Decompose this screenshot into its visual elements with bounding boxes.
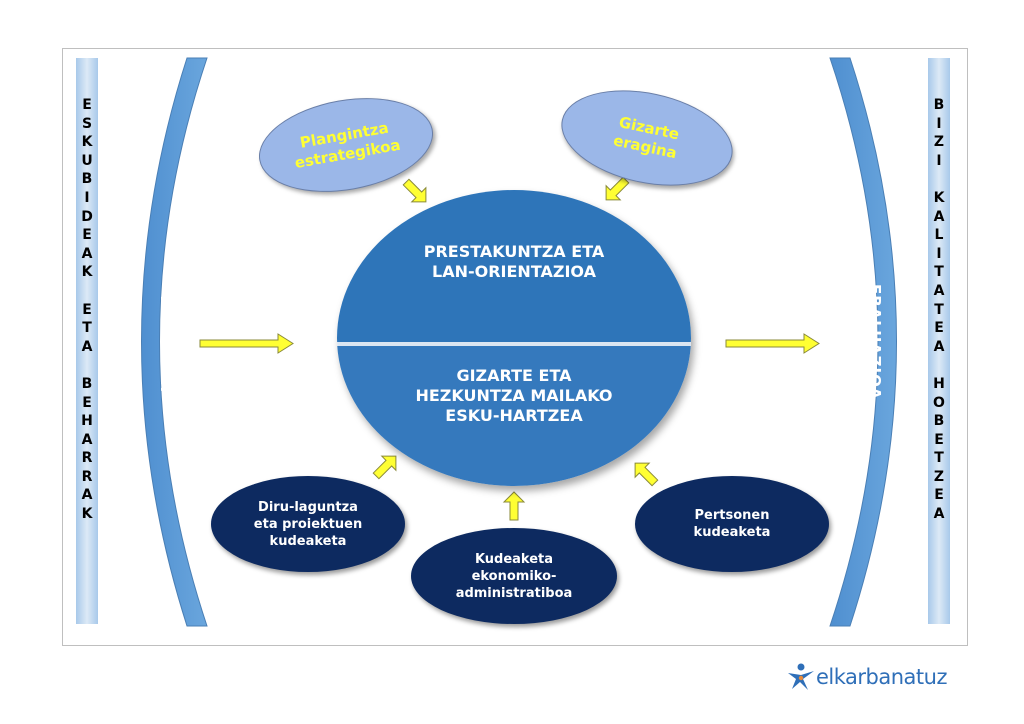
prestakuntza-label: PRESTAKUNTZA ETA LAN-ORIENTAZIOA [423, 242, 605, 281]
circle-divider [337, 342, 691, 346]
vertical-letter: L [934, 227, 944, 244]
vertical-letter: R [81, 450, 93, 467]
vertical-letter: O [933, 394, 945, 411]
vertical-letter: Z [933, 134, 945, 151]
vertical-letter: K [933, 189, 945, 206]
vertical-letter: R [81, 468, 93, 485]
vertical-letter: A [933, 338, 945, 355]
harrerra-label: HARRERRA [158, 291, 177, 393]
vertical-letter: B [81, 171, 93, 188]
vertical-letter: E [82, 227, 92, 244]
ebaluazioa-label: EBALUAZIOA [866, 283, 885, 401]
vertical-letter: D [81, 208, 93, 225]
vertical-letter: A [933, 208, 945, 225]
left-vertical-bar [76, 58, 98, 624]
left-bracket [141, 57, 208, 627]
circle-top-half [337, 190, 691, 342]
vertical-letter: H [933, 375, 945, 392]
vertical-letter: Z [933, 468, 945, 485]
vertical-letter: A [933, 282, 945, 299]
vertical-letter: T [82, 320, 92, 337]
right-arrow [725, 333, 820, 354]
vertical-letter: E [82, 97, 92, 113]
pertsonen-label: Pertsonen kudeaketa [693, 508, 771, 540]
gizarte-hezkuntza-label: GIZARTE ETA HEZKUNTZA MAILAKO ESKU-HARTZ… [415, 366, 613, 425]
vertical-letter: E [934, 487, 944, 504]
vertical-letter: E [82, 301, 92, 318]
vertical-letter: T [934, 301, 944, 318]
vertical-letter: U [81, 152, 93, 169]
diru-laguntza-label: Diru-laguntza eta proiektuen kudeaketa [253, 499, 363, 549]
vertical-letter: I [936, 245, 942, 262]
kudeaketa-label: Kudeaketa ekonomiko- administratiboa [455, 551, 573, 601]
vertical-letter: A [81, 245, 93, 262]
vertical-letter: I [936, 115, 942, 132]
vertical-letter: I [936, 152, 942, 169]
logo-figure-icon [788, 663, 814, 690]
center-circle: PRESTAKUNTZA ETA LAN-ORIENTAZIOA GIZARTE… [337, 190, 691, 486]
vertical-letter: A [81, 431, 93, 448]
vertical-letter: E [934, 431, 944, 448]
kudeaketa-oval: Kudeaketa ekonomiko- administratiboa [411, 528, 617, 624]
elkarbanatuz-logo: elkarbanatuz [786, 662, 948, 692]
vertical-letter: A [81, 338, 93, 355]
left-arrow [199, 333, 294, 354]
vertical-letter: A [81, 487, 93, 504]
vertical-letter: I [84, 189, 90, 206]
vertical-letter: H [81, 413, 93, 430]
vertical-letter: B [81, 375, 93, 392]
circle-bottom-half [337, 346, 691, 486]
plangintza-label: Plangintza estrategikoa [293, 118, 402, 173]
pertsonen-oval: Pertsonen kudeaketa [635, 476, 829, 572]
vertical-letter: A [933, 506, 945, 523]
vertical-letter: S [81, 115, 93, 132]
vertical-letter: T [934, 450, 944, 467]
vertical-letter: K [81, 134, 93, 151]
vertical-letter: E [82, 394, 92, 411]
right-bracket [829, 57, 897, 627]
arrow-kudeaketa [502, 491, 526, 521]
vertical-letter: K [81, 506, 93, 523]
vertical-letter: K [81, 264, 93, 281]
vertical-letter: B [933, 413, 945, 430]
logo-text: elkarbanatuz [816, 665, 948, 689]
gizarte-eragina-label: Gizarte eragina [611, 113, 681, 163]
vertical-letter: E [934, 320, 944, 337]
right-vertical-bar [928, 58, 950, 624]
vertical-letter: T [934, 264, 944, 281]
diru-laguntza-oval: Diru-laguntza eta proiektuen kudeaketa [211, 476, 405, 572]
vertical-letter: B [933, 97, 945, 113]
